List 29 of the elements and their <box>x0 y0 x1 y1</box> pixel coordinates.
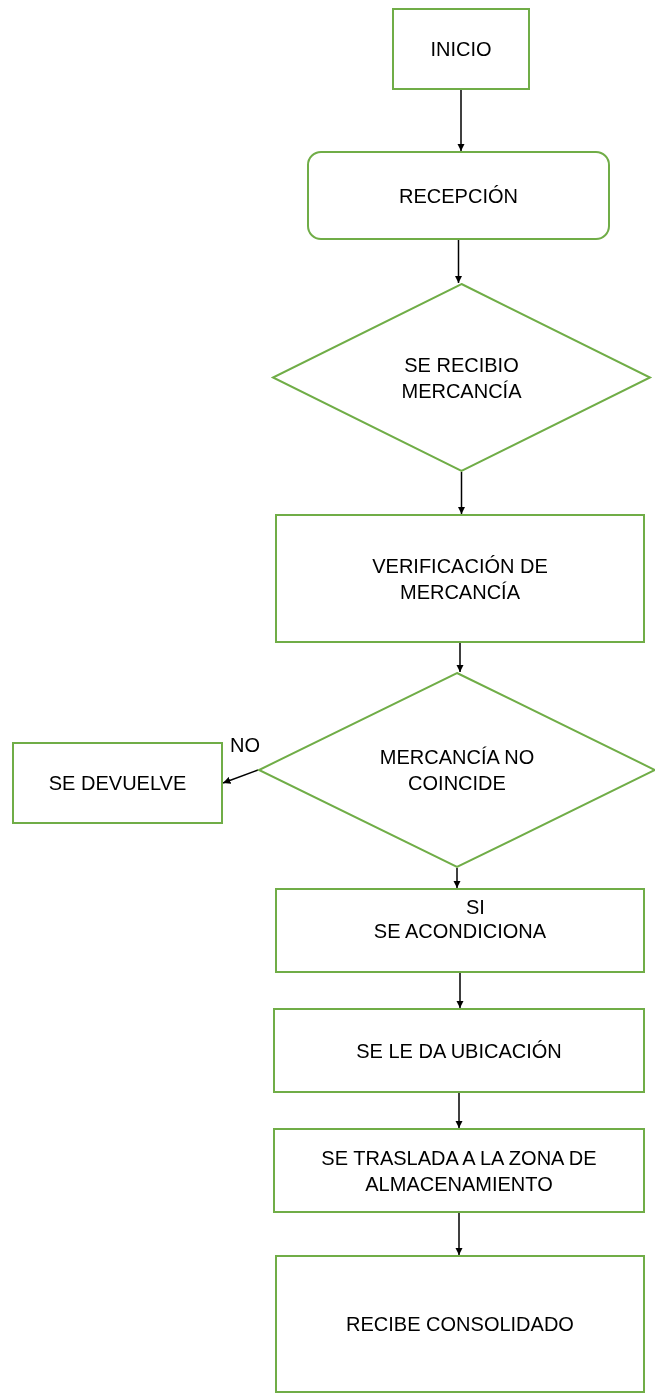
arrow <box>457 89 465 152</box>
arrow <box>454 239 463 284</box>
process-box <box>392 8 530 90</box>
step-text: SE ACONDICIONA <box>373 918 547 944</box>
step-text: RECEPCIÓN <box>399 183 518 209</box>
step-text: SE LE DA UBICACIÓN <box>356 1038 562 1064</box>
process-box <box>307 151 610 240</box>
arrow <box>222 769 259 784</box>
arrow <box>456 642 464 673</box>
step-text: MERCANCÍA NO COINCIDE <box>378 745 536 796</box>
process-box <box>275 888 645 973</box>
process-box <box>275 514 645 643</box>
step-text: RECIBE CONSOLIDADO <box>346 1312 574 1337</box>
arrow <box>455 1092 463 1129</box>
step-text: SE DEVUELVE <box>48 771 187 796</box>
process-box <box>273 1128 645 1213</box>
process-box <box>273 1008 645 1093</box>
decision-diamond <box>272 283 651 472</box>
arrow <box>457 471 466 515</box>
step-text: INICIO <box>430 37 492 62</box>
decision-diamond <box>258 672 655 868</box>
arrow <box>453 867 461 889</box>
step-text: SE TRASLADA A LA ZONA DE ALMACENAMIENTO <box>320 1145 598 1197</box>
step-text: VERIFICACIÓN DE MERCANCÍA <box>371 553 549 605</box>
arrow <box>456 972 464 1009</box>
process-box <box>275 1255 645 1393</box>
arrow <box>455 1212 463 1256</box>
process-box <box>12 742 223 824</box>
step-text: SE RECIBIO MERCANCÍA <box>400 352 523 404</box>
